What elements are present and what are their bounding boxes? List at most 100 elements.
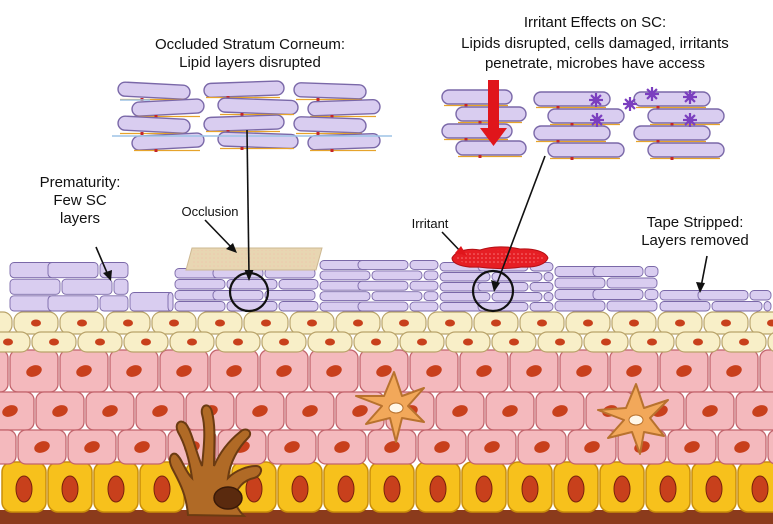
- inset-corneocyte: [442, 90, 512, 104]
- basal-nucleus: [62, 476, 78, 502]
- granular-nucleus: [325, 339, 335, 346]
- granular-cell: [768, 332, 773, 352]
- sc-corneocyte: [358, 261, 408, 270]
- sc-corneocyte: [440, 293, 490, 302]
- spinous-cell: [768, 430, 773, 464]
- occlusion-label: Occlusion: [165, 204, 255, 220]
- sc-corneocyte: [213, 291, 263, 301]
- granular-nucleus: [629, 320, 639, 327]
- spinous-cell: [760, 350, 773, 392]
- sc-corneocyte: [544, 293, 553, 302]
- granular-nucleus: [647, 339, 657, 346]
- granular-nucleus: [583, 320, 593, 327]
- sc-corneocyte: [372, 292, 422, 301]
- sc-corneocyte: [607, 301, 657, 311]
- granular-nucleus: [49, 339, 59, 346]
- occlusion-patch-texture: [192, 250, 316, 268]
- sc-corneocyte: [607, 278, 657, 288]
- sc-corneocyte: [48, 263, 98, 278]
- sc-corneocyte: [645, 267, 658, 277]
- inset-corneocyte: [456, 141, 526, 155]
- basal-nucleus: [108, 476, 124, 502]
- basal-nucleus: [660, 476, 676, 502]
- inset-corneocyte: [308, 99, 380, 116]
- sc-corneocyte: [372, 271, 422, 280]
- inset-corneocyte: [118, 82, 191, 100]
- sc-corneocyte: [478, 283, 528, 292]
- inset-corneocyte: [548, 143, 624, 157]
- sc-corneocyte: [48, 296, 98, 311]
- sc-corneocyte: [265, 291, 315, 301]
- occluded-title: Occluded Stratum Corneum:: [110, 36, 390, 54]
- granular-nucleus: [491, 320, 501, 327]
- sc-corneocyte: [410, 261, 438, 270]
- sc-corneocyte: [712, 302, 762, 312]
- occluded-subtitle: Lipid layers disrupted: [110, 54, 390, 72]
- microbe: [589, 93, 603, 107]
- inset-corneocyte: [648, 143, 724, 157]
- sc-corneocyte: [750, 291, 771, 301]
- microbe: [623, 97, 637, 111]
- sc-corneocyte: [645, 290, 658, 300]
- basal-nucleus: [476, 476, 492, 502]
- sc-corneocyte: [530, 283, 553, 292]
- granular-nucleus: [693, 339, 703, 346]
- sc-corneocyte: [320, 271, 370, 280]
- sc-corneocyte: [544, 273, 553, 282]
- inset-corneocyte: [204, 115, 284, 132]
- sc-corneocyte: [358, 281, 408, 290]
- basal-nucleus: [292, 476, 308, 502]
- sc-corneocyte: [130, 293, 173, 312]
- granular-nucleus: [233, 339, 243, 346]
- prematurity-label-1: Prematurity:: [20, 174, 140, 192]
- microbe-body: [687, 94, 694, 101]
- inset-corneocyte: [218, 98, 298, 115]
- inset-corneocyte: [204, 81, 284, 98]
- granular-nucleus: [721, 320, 731, 327]
- stratum-corneum-layer: [10, 261, 771, 312]
- basal-nucleus: [154, 476, 170, 502]
- granular-nucleus: [169, 320, 179, 327]
- basal-nucleus: [16, 476, 32, 502]
- granular-nucleus: [31, 320, 41, 327]
- microbe-body: [593, 97, 600, 104]
- basal-nucleus: [614, 476, 630, 502]
- inset-corneocyte: [548, 109, 624, 123]
- sc-corneocyte: [410, 302, 438, 311]
- sc-corneocyte: [100, 296, 128, 311]
- sc-corneocyte: [279, 280, 318, 290]
- granular-nucleus: [261, 320, 271, 327]
- granular-nucleus: [399, 320, 409, 327]
- prematurity-label-3: layers: [20, 210, 140, 228]
- granular-nucleus: [463, 339, 473, 346]
- granular-nucleus: [601, 339, 611, 346]
- sc-corneocyte: [593, 290, 643, 300]
- tape-stripped-label-1: Tape Stripped:: [625, 214, 765, 232]
- microbe: [645, 87, 659, 101]
- granular-nucleus: [123, 320, 133, 327]
- basal-nucleus: [430, 476, 446, 502]
- sc-corneocyte: [168, 293, 173, 312]
- granular-cell: [0, 312, 12, 334]
- irritant-label: Irritant: [395, 216, 465, 232]
- granular-nucleus: [215, 320, 225, 327]
- inset-irritant-sc: [442, 90, 724, 160]
- basal-nucleus: [706, 476, 722, 502]
- irritant-effects-title: Irritant Effects on SC:: [420, 14, 770, 32]
- microbe-body: [594, 117, 601, 124]
- sc-corneocyte: [660, 302, 710, 312]
- basal-layer: [2, 462, 773, 512]
- sc-corneocyte: [424, 271, 438, 280]
- sc-corneocyte: [764, 302, 771, 312]
- inset-corneocyte: [118, 116, 191, 134]
- sc-corneocyte: [279, 302, 318, 312]
- granular-nucleus: [739, 339, 749, 346]
- sc-corneocyte: [698, 291, 748, 301]
- inset-corneocyte: [218, 132, 298, 149]
- granular-nucleus: [187, 339, 197, 346]
- tape-stripped-label-2: Layers removed: [625, 232, 765, 250]
- inset-occluded-sc: [112, 81, 392, 152]
- sc-corneocyte: [555, 278, 605, 288]
- basal-nucleus: [522, 476, 538, 502]
